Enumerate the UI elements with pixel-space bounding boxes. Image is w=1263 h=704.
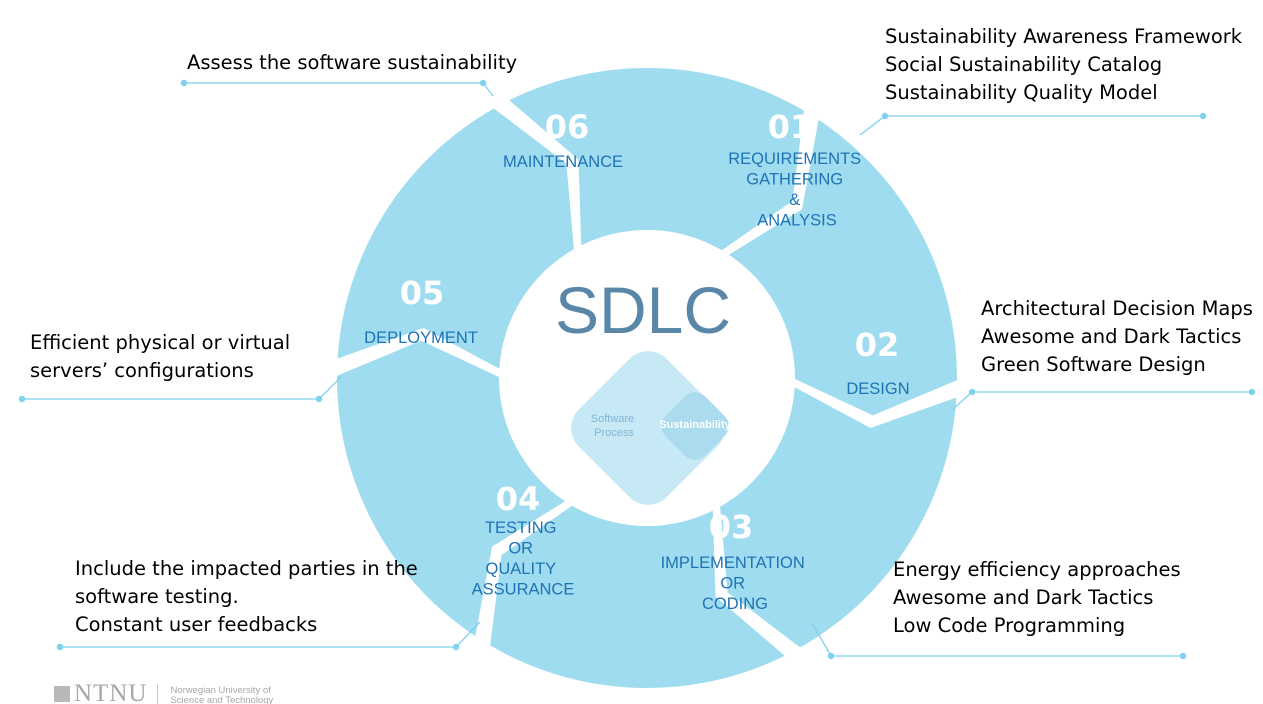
connector-design xyxy=(951,391,1252,411)
connector-dot xyxy=(56,643,64,651)
phase-number: 06 xyxy=(545,108,590,146)
connector-dot xyxy=(479,79,487,87)
ntnu-logo: NTNU Norwegian University of Science and… xyxy=(54,681,273,704)
segment-testing xyxy=(490,505,785,689)
connector-dot xyxy=(18,395,26,403)
annotation-connectors xyxy=(18,79,1256,660)
university-line: Norwegian University of xyxy=(170,685,271,696)
ntnu-brand: NTNU xyxy=(74,681,148,704)
center-title: SDLC xyxy=(555,273,731,347)
venn-software-process xyxy=(571,351,725,505)
annotation-implementation: Energy efficiency approaches Awesome and… xyxy=(893,556,1181,640)
connector-requirements xyxy=(859,115,1203,136)
connector-dot xyxy=(968,388,976,396)
phase-number: 01 xyxy=(768,108,813,146)
connector-maintenance xyxy=(184,82,494,97)
phase-06: 06 MAINTENANCE xyxy=(503,108,623,171)
annotation-design: Architectural Decision Maps Awesome and … xyxy=(981,295,1253,379)
annotation-line: software testing. xyxy=(75,585,239,608)
connector-dot xyxy=(1199,112,1207,120)
annotation-line: Efficient physical or virtual xyxy=(30,331,291,354)
phase-number: 02 xyxy=(855,326,900,364)
venn-sustainability-label: Sustainability xyxy=(659,419,731,431)
phase-number: 04 xyxy=(496,480,541,518)
connector-dot xyxy=(827,652,835,660)
phase-number: 03 xyxy=(709,508,754,546)
phase-label: DESIGN xyxy=(846,380,909,398)
annotation-line: Awesome and Dark Tactics xyxy=(893,586,1154,609)
annotation-line: Awesome and Dark Tactics xyxy=(981,325,1242,348)
phase-04: 04 TESTING OR QUALITY ASSURANCE xyxy=(472,480,575,599)
university-line: Science and Technology xyxy=(170,695,274,704)
annotation-line: Energy efficiency approaches xyxy=(893,558,1181,581)
phase-label: IMPLEMENTATION OR CODING xyxy=(661,554,810,613)
connector-dot xyxy=(315,395,323,403)
annotation-line: Include the impacted parties in the xyxy=(75,557,418,580)
venn-software-process-label: Software Process xyxy=(591,413,637,439)
annotation-line: Constant user feedbacks xyxy=(75,613,318,636)
phase-05: 05 DEPLOYMENT xyxy=(364,274,478,347)
annotation-testing: Include the impacted parties in the soft… xyxy=(75,555,418,639)
phase-label: MAINTENANCE xyxy=(503,153,623,171)
annotation-line: Social Sustainability Catalog xyxy=(885,53,1163,76)
phase-label: REQUIREMENTS GATHERING & ANALYSIS xyxy=(728,150,866,230)
annotation-maintenance: Assess the software sustainability xyxy=(187,49,517,77)
phase-number: 05 xyxy=(400,274,445,312)
connector-dot xyxy=(452,643,460,651)
connector-dot xyxy=(1179,652,1187,660)
cycle-segments xyxy=(336,67,958,689)
segment-design xyxy=(728,119,958,416)
annotation-line: servers’ configurations xyxy=(30,359,254,382)
phase-label: TESTING OR QUALITY ASSURANCE xyxy=(472,519,575,599)
phase-02: 02 DESIGN xyxy=(846,326,909,398)
logo-divider xyxy=(157,684,159,704)
annotation-line: Green Software Design xyxy=(981,353,1206,376)
annotation-line: Sustainability Quality Model xyxy=(885,81,1158,104)
phase-03: 03 IMPLEMENTATION OR CODING xyxy=(661,508,810,613)
ntnu-logo-icon xyxy=(54,686,70,702)
annotation-line: Assess the software sustainability xyxy=(187,51,518,74)
segment-requirements xyxy=(509,67,804,251)
connector-dot xyxy=(881,112,889,120)
connector-dot xyxy=(1248,388,1256,396)
venn-diagram: Software Process Sustainability xyxy=(571,351,732,505)
venn-sustainability xyxy=(661,392,729,460)
annotation-line: Architectural Decision Maps xyxy=(981,297,1253,320)
phase-01: 01 REQUIREMENTS GATHERING & ANALYSIS xyxy=(728,108,866,230)
segment-implementation xyxy=(720,387,957,648)
annotation-deployment: Efficient physical or virtual servers’ c… xyxy=(30,329,290,385)
connector-dot xyxy=(180,79,188,87)
university-name: Norwegian University of Science and Tech… xyxy=(170,686,273,704)
segment-deployment xyxy=(336,340,566,637)
annotation-line: Low Code Programming xyxy=(893,614,1126,637)
segment-maintenance xyxy=(337,108,574,369)
annotation-line: Sustainability Awareness Framework xyxy=(885,25,1243,48)
annotation-requirements: Sustainability Awareness Framework Socia… xyxy=(885,23,1242,107)
phase-label: DEPLOYMENT xyxy=(364,329,478,347)
